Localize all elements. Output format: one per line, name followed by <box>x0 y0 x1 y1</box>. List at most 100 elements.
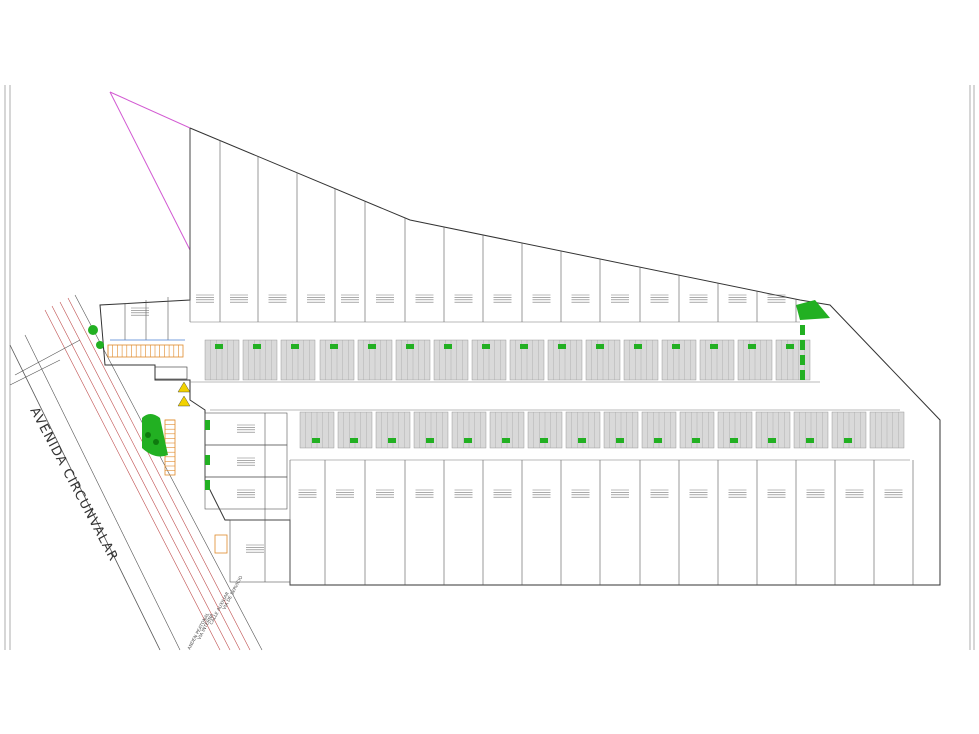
lot-label <box>376 294 394 303</box>
guard-booth <box>154 366 188 380</box>
parking-bays-lower <box>299 411 905 449</box>
parking-bay <box>489 411 525 449</box>
lot-label <box>532 489 551 498</box>
lot-label <box>493 489 512 498</box>
green-marker <box>730 438 738 443</box>
lot-label <box>650 294 669 303</box>
green-marker <box>768 438 776 443</box>
lot-label <box>728 294 747 303</box>
green-marker <box>748 344 756 349</box>
lot-label <box>246 544 264 553</box>
green-areas <box>88 300 830 457</box>
lot-label <box>415 294 434 303</box>
green-marker <box>464 438 472 443</box>
green-marker <box>800 325 805 335</box>
green-corner <box>796 300 830 320</box>
main-road <box>9 294 263 651</box>
green-marker <box>406 344 414 349</box>
lot-label <box>298 489 317 498</box>
tree-icon-5 <box>153 439 159 445</box>
street-label-4: ANDEN PEATONAL <box>186 611 211 651</box>
green-marker <box>482 344 490 349</box>
green-marker <box>558 344 566 349</box>
green-marker <box>672 344 680 349</box>
lot-labels <box>131 294 903 553</box>
lot-label <box>650 489 669 498</box>
tree-icon <box>142 414 168 457</box>
green-marker <box>844 438 852 443</box>
green-marker <box>616 438 624 443</box>
green-marker <box>654 438 662 443</box>
green-marker <box>540 438 548 443</box>
green-marker <box>800 340 805 350</box>
tree-icon-4 <box>145 432 151 438</box>
lot-label <box>845 489 864 498</box>
internal-road-upper <box>190 321 910 461</box>
lot-label <box>415 489 434 498</box>
lot-label <box>767 489 786 498</box>
tree-icon-2 <box>88 325 98 335</box>
green-marker <box>596 344 604 349</box>
green-marker <box>634 344 642 349</box>
boundary-line <box>109 91 191 129</box>
lot-label <box>689 294 708 303</box>
green-markers <box>205 325 852 490</box>
green-marker <box>291 344 299 349</box>
green-marker <box>502 438 510 443</box>
lower-lot-dividers <box>289 460 914 585</box>
lot-label <box>571 489 590 498</box>
street-labels: VIA DE SERVICIO CALLE AUXILIAR VIA INTER… <box>186 574 244 650</box>
lot-label <box>454 489 473 498</box>
green-marker <box>253 344 261 349</box>
lot-label <box>571 294 590 303</box>
green-marker <box>578 438 586 443</box>
warning-triangle-icon <box>177 381 191 407</box>
green-marker <box>205 480 210 490</box>
lot-label <box>884 489 903 498</box>
green-marker <box>786 344 794 349</box>
green-marker <box>368 344 376 349</box>
green-marker <box>710 344 718 349</box>
green-marker <box>692 438 700 443</box>
lot-label <box>806 489 825 498</box>
green-marker <box>388 438 396 443</box>
green-marker <box>205 420 210 430</box>
lot-label <box>196 294 214 303</box>
green-marker <box>426 438 434 443</box>
lot-label <box>131 307 149 316</box>
lot-label <box>493 294 512 303</box>
green-marker <box>330 344 338 349</box>
lot-label <box>237 457 255 466</box>
green-marker <box>800 370 805 380</box>
lot-label <box>237 489 255 498</box>
parking-bay <box>242 339 278 381</box>
lot-label <box>376 489 394 498</box>
green-marker <box>444 344 452 349</box>
green-marker <box>350 438 358 443</box>
tree-icon-3 <box>96 341 104 349</box>
lot-label <box>611 294 629 303</box>
lot-label <box>532 294 551 303</box>
green-marker <box>205 455 210 465</box>
lot-label <box>728 489 747 498</box>
road-name-label: AVENIDA CIRCUNVALAR <box>26 405 120 564</box>
parking-bay <box>869 411 905 449</box>
lot-label <box>237 424 255 433</box>
lot-label <box>767 294 786 303</box>
lot-label <box>268 294 287 303</box>
parking-bay <box>451 411 487 449</box>
green-marker <box>520 344 528 349</box>
lot-label <box>689 489 708 498</box>
parking-stalls <box>107 345 179 471</box>
boundary-line-2 <box>109 91 191 251</box>
upper-lot-dividers <box>189 128 797 322</box>
lot-label <box>341 294 359 303</box>
lot-label <box>230 294 248 303</box>
green-marker <box>215 344 223 349</box>
green-marker <box>800 355 805 365</box>
lot-label <box>611 489 629 498</box>
lot-label <box>336 489 354 498</box>
green-marker <box>806 438 814 443</box>
green-marker <box>312 438 320 443</box>
